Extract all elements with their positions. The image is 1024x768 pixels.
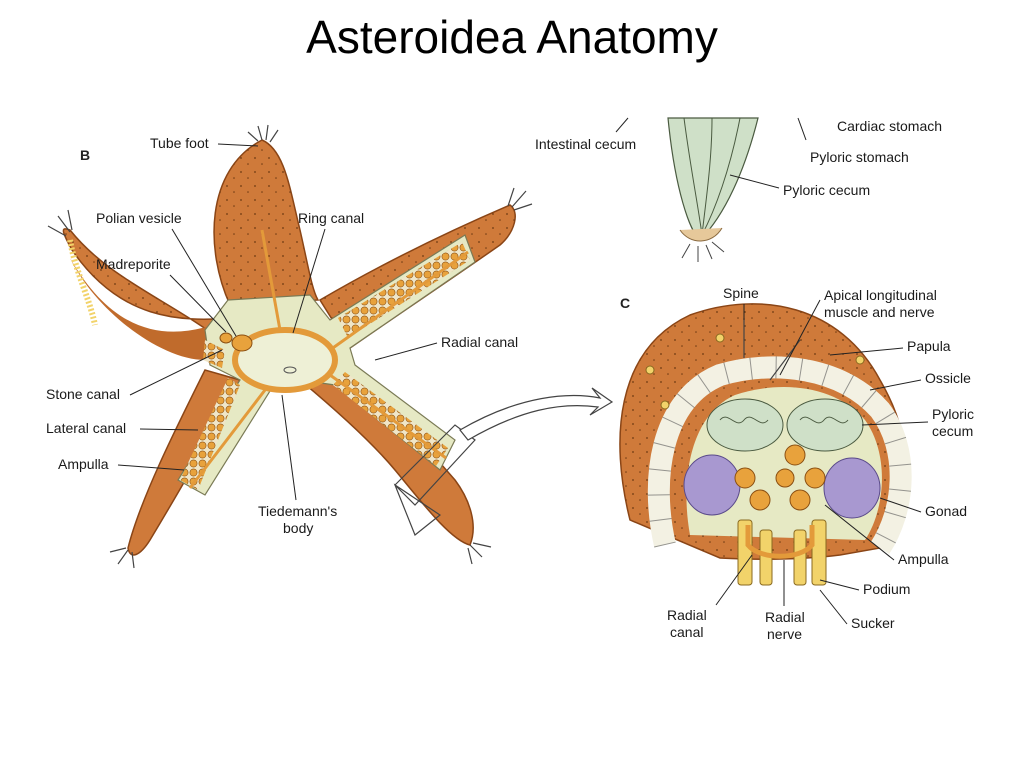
label-pyloric-cecum-top: Pyloric cecum [783, 182, 870, 198]
ossicle-ring [647, 356, 912, 555]
podia [737, 519, 827, 586]
panel-b-letter: B [80, 147, 90, 163]
section-arrow [459, 387, 614, 441]
ampullae-cluster [734, 444, 826, 511]
label-pyloric-cecum-c-2: cecum [932, 423, 973, 439]
label-polian-vesicle: Polian vesicle [96, 210, 182, 226]
starfish-illustration [47, 124, 614, 569]
label-ampulla-b: Ampulla [58, 456, 109, 472]
label-tube-foot: Tube foot [150, 135, 209, 151]
cross-section-illustration [619, 303, 912, 586]
label-ossicle: Ossicle [925, 370, 971, 386]
label-radial-canal-c-2: canal [670, 624, 703, 640]
pyloric-cecum-right [786, 398, 864, 452]
label-radial-canal-b: Radial canal [441, 334, 518, 350]
ring-canal-shape [232, 327, 338, 393]
label-spine: Spine [723, 285, 759, 301]
label-tiedemanns-body-2: body [283, 520, 313, 536]
digestive-arm-illustration [667, 117, 759, 262]
gonad-left [683, 454, 741, 516]
label-pyloric-cecum-c-1: Pyloric [932, 406, 974, 422]
label-podium: Podium [863, 581, 910, 597]
label-cardiac-stomach: Cardiac stomach [837, 118, 942, 134]
gonad-right [823, 457, 881, 519]
tube-feet-tufts [47, 124, 533, 569]
section-box [393, 424, 476, 536]
label-ring-canal: Ring canal [298, 210, 364, 226]
label-intestinal-cecum: Intestinal cecum [535, 136, 636, 152]
label-radial-canal-c-1: Radial [667, 607, 707, 623]
label-sucker: Sucker [851, 615, 895, 631]
label-ampulla-c: Ampulla [898, 551, 949, 567]
label-lateral-canal: Lateral canal [46, 420, 126, 436]
polian-vesicle-shape [231, 334, 253, 352]
label-radial-nerve-2: nerve [767, 626, 802, 642]
slide-title: Asteroidea Anatomy [306, 11, 718, 63]
ampulla-rows-lower-left [180, 378, 240, 490]
panel-c-letter: C [620, 295, 630, 311]
radial-canal-shape [745, 525, 815, 559]
label-radial-nerve-1: Radial [765, 609, 805, 625]
label-madreporite: Madreporite [96, 256, 171, 272]
label-apical-muscle-1: Apical longitudinal [824, 287, 937, 303]
label-pyloric-stomach: Pyloric stomach [810, 149, 909, 165]
label-apical-muscle-2: muscle and nerve [824, 304, 935, 320]
label-tiedemanns-body-1: Tiedemann's [258, 503, 337, 519]
pyloric-cecum-left [706, 398, 784, 452]
label-gonad: Gonad [925, 503, 967, 519]
label-stone-canal: Stone canal [46, 386, 120, 402]
label-papula: Papula [907, 338, 951, 354]
ampulla-rows-right [338, 242, 470, 338]
